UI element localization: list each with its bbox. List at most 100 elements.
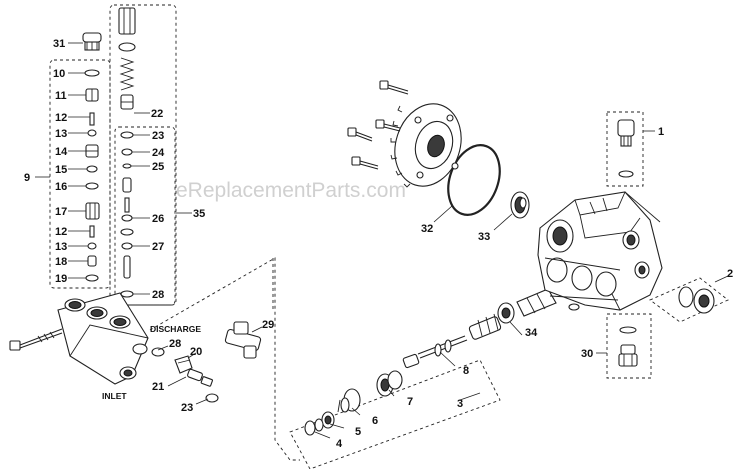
callout-13b: 13 — [55, 241, 67, 253]
washer-25 — [122, 163, 132, 169]
plunger-shaft — [516, 288, 557, 317]
callout-20: 20 — [190, 346, 202, 358]
callout-21: 21 — [152, 381, 164, 393]
callout-32: 32 — [421, 223, 433, 235]
washer-16 — [85, 182, 99, 190]
pump-crankcase — [537, 191, 663, 311]
o-ring-28 — [120, 290, 134, 298]
callout-30: 30 — [581, 348, 593, 360]
o-ring-19 — [85, 274, 99, 282]
callout-3: 3 — [457, 398, 463, 410]
callout-19: 19 — [55, 273, 67, 285]
o-ring-28-fitting — [151, 347, 165, 357]
callout-4: 4 — [336, 438, 343, 450]
callout-17: 17 — [55, 206, 67, 218]
unloader-valve-assembly-9 — [35, 32, 111, 289]
callout-6: 6 — [372, 415, 378, 427]
pin-12 — [89, 112, 95, 126]
o-ring-15 — [86, 165, 98, 173]
ring-13b — [87, 242, 97, 250]
ring-26 — [121, 214, 133, 222]
valve-stem — [123, 255, 131, 279]
seal-7 — [376, 370, 403, 397]
callout-18: 18 — [55, 256, 67, 268]
manifold-bolt — [9, 328, 63, 351]
inlet-label: INLET — [102, 391, 127, 401]
plug-21 — [187, 368, 213, 387]
callout-35: 35 — [193, 208, 205, 220]
o-ring-32-leader — [433, 205, 453, 223]
discharge-nipple-20 — [174, 355, 193, 374]
drain-plug-assembly-30 — [596, 313, 652, 379]
crankcase-body — [537, 191, 663, 311]
callout-9: 9 — [24, 172, 30, 184]
callout-27: 27 — [152, 241, 164, 253]
callout-11: 11 — [55, 90, 67, 102]
group-22-box — [109, 4, 177, 306]
group-35-box — [114, 126, 176, 306]
spring — [119, 57, 135, 91]
ring-24 — [121, 148, 133, 156]
seat-18 — [87, 255, 97, 267]
callout-16: 16 — [55, 181, 67, 193]
callout-7: 7 — [407, 396, 413, 408]
callout-26: 26 — [152, 213, 164, 225]
discharge-label: DISCHARGE — [150, 324, 201, 334]
flange-bolts — [347, 80, 409, 170]
o-ring-4 — [304, 418, 324, 436]
callout-13a: 13 — [55, 128, 67, 140]
callout-10: 10 — [53, 68, 65, 80]
callout-23b: 23 — [181, 402, 193, 414]
callout-34: 34 — [525, 327, 538, 339]
manifold-assembly — [9, 292, 263, 405]
o-ring-23-fitting — [205, 393, 219, 403]
group-2-box — [649, 277, 729, 323]
group-1-box — [606, 111, 644, 187]
plunger-rod-8 — [402, 335, 468, 369]
callout-28b: 28 — [169, 338, 181, 350]
callout-23a: 23 — [152, 130, 164, 142]
o-ring-23 — [120, 131, 134, 139]
callout-29: 29 — [262, 319, 274, 331]
callout-33: 33 — [478, 231, 490, 243]
o-ring-10 — [84, 69, 100, 77]
seal — [120, 228, 134, 236]
callout-12a: 12 — [55, 112, 67, 124]
callout-15: 15 — [55, 164, 67, 176]
valve-assembly-35 — [109, 4, 192, 306]
callout-31: 31 — [53, 38, 65, 50]
ring-27 — [121, 242, 133, 250]
callout-12b: 12 — [55, 226, 67, 238]
o-ring-32 — [447, 144, 501, 216]
tee-fitting-29 — [224, 321, 262, 359]
piston-14 — [85, 144, 99, 158]
stem — [122, 177, 132, 193]
plunger-assembly — [468, 288, 557, 340]
pin — [124, 197, 130, 213]
group-3-box — [289, 359, 501, 470]
callout-1: 1 — [658, 126, 664, 138]
callout-28a: 28 — [152, 289, 164, 301]
plunger-seal-group-3 — [289, 335, 501, 470]
cap-31 — [82, 32, 102, 51]
callout-14: 14 — [55, 146, 68, 158]
washer — [118, 42, 136, 52]
callout-8: 8 — [463, 365, 469, 377]
callout-25: 25 — [152, 161, 164, 173]
pin-12b — [89, 225, 95, 238]
adjusting-nut — [118, 7, 136, 35]
callout-5: 5 — [355, 426, 361, 438]
plunger-2 — [468, 313, 502, 340]
ring-5 — [321, 411, 335, 429]
ring-13 — [87, 129, 97, 137]
retainer-6 — [337, 388, 361, 413]
watermark: eReplacementParts.com — [176, 179, 406, 202]
callout-2: 2 — [727, 268, 733, 280]
gear-flange — [390, 103, 462, 188]
callout-24: 24 — [152, 147, 165, 159]
connection-outline — [149, 257, 300, 461]
spring-seat — [120, 94, 134, 110]
callout-22: 22 — [151, 108, 163, 120]
